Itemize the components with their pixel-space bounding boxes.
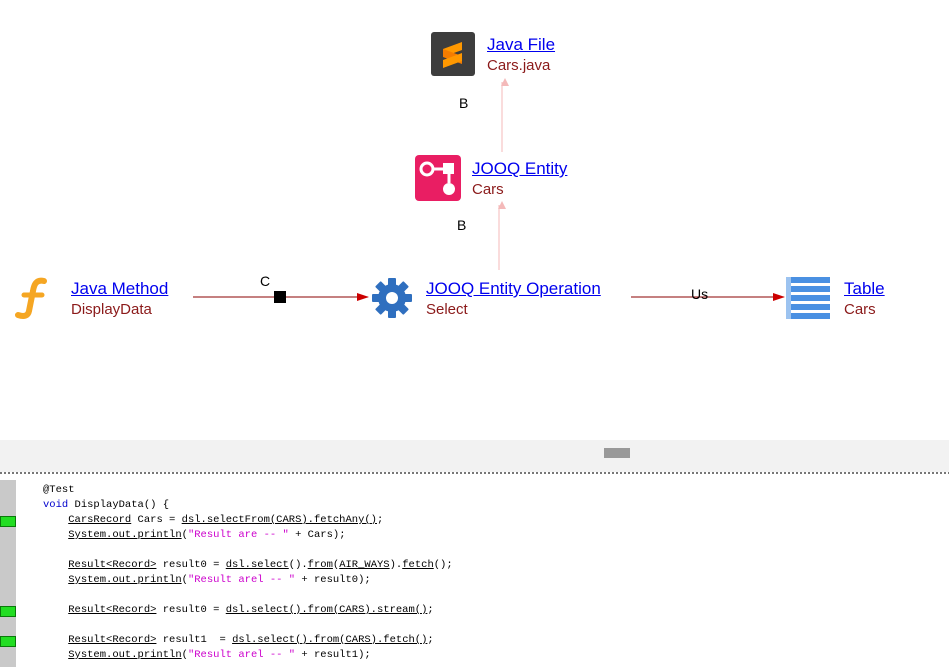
dependency-graph: B B C Us Java File Cars.java JOOQ Entity… <box>15 32 885 319</box>
code-annotation: @Test <box>43 484 75 496</box>
gear-icon <box>372 278 412 318</box>
code-viewer[interactable]: @Test void DisplayData() { CarsRecord Ca… <box>0 476 949 667</box>
table-icon <box>786 277 830 319</box>
edge-label-operation-to-table: Us <box>691 286 709 302</box>
code-line: Result<Record> result0 = dsl.select().fr… <box>43 603 453 618</box>
code-gutter <box>0 480 16 667</box>
code-string: "Result arel -- " <box>187 649 296 661</box>
code-token: ; <box>427 604 434 616</box>
code-token: ; <box>427 634 434 646</box>
node-jooq-entity-operation-title[interactable]: JOOQ Entity Operation <box>426 279 601 298</box>
code-token[interactable]: CarsRecord <box>68 514 132 526</box>
code-token[interactable]: AIR_WAYS <box>339 559 390 571</box>
code-token[interactable]: dsl.select <box>225 559 289 571</box>
edge-label-entity-to-file: B <box>459 95 469 111</box>
code-token[interactable]: dsl.selectFrom(CARS).fetchAny() <box>181 514 377 526</box>
code-token[interactable]: fetch <box>402 559 434 571</box>
node-jooq-entity-subtitle: Cars <box>472 181 504 198</box>
code-string: "Result are -- " <box>187 529 289 541</box>
edge-handle[interactable] <box>274 291 286 303</box>
code-token: + Cars); <box>288 529 346 541</box>
code-token[interactable]: Result<Record> <box>68 604 157 616</box>
node-jooq-entity-operation-subtitle: Select <box>426 301 468 318</box>
code-token[interactable]: System.out.println <box>68 529 182 541</box>
code-text: @Test void DisplayData() { CarsRecord Ca… <box>43 483 453 663</box>
code-keyword: void <box>43 499 69 511</box>
code-line <box>43 543 453 558</box>
code-line: @Test <box>43 483 453 498</box>
code-line <box>43 588 453 603</box>
entity-diagram-icon <box>415 155 461 201</box>
code-token: ( <box>181 529 188 541</box>
node-java-file-title[interactable]: Java File <box>487 35 556 54</box>
code-method-signature: DisplayData() { <box>68 499 170 511</box>
code-token: ; <box>377 514 384 526</box>
graph-edges <box>193 78 785 303</box>
node-java-method-title[interactable]: Java Method <box>71 279 169 298</box>
node-jooq-entity-title[interactable]: JOOQ Entity <box>472 159 568 178</box>
code-line: System.out.println("Result arel -- " + r… <box>43 648 453 663</box>
code-line: System.out.println("Result arel -- " + r… <box>43 573 453 588</box>
splitter-divider <box>0 472 949 474</box>
code-token: ( <box>181 574 188 586</box>
code-token[interactable]: from <box>307 559 333 571</box>
sublime-file-icon <box>431 32 475 76</box>
code-token[interactable]: Result<Record> <box>68 634 157 646</box>
code-line: Result<Record> result1 = dsl.select().fr… <box>43 633 453 648</box>
node-java-file-subtitle: Cars.java <box>487 57 551 74</box>
code-token: ( <box>181 649 188 661</box>
node-java-method-subtitle: DisplayData <box>71 301 152 318</box>
code-token: Cars = <box>131 514 182 526</box>
code-token: result0 = <box>156 604 226 616</box>
splitter-handle[interactable] <box>604 448 630 458</box>
code-line: Result<Record> result0 = dsl.select().fr… <box>43 558 453 573</box>
code-token[interactable]: System.out.println <box>68 574 182 586</box>
code-token[interactable]: dsl.select().from(CARS).stream() <box>225 604 428 616</box>
code-line: void DisplayData() { <box>43 498 453 513</box>
code-token[interactable]: Result<Record> <box>68 559 157 571</box>
code-token: ( <box>332 559 340 571</box>
code-token: (); <box>433 559 453 571</box>
line-marker[interactable] <box>0 516 16 527</box>
code-token: result1 = <box>156 634 233 646</box>
code-string: "Result arel -- " <box>187 574 296 586</box>
code-token: (). <box>288 559 308 571</box>
edge-label-method-to-operation: C <box>260 273 271 289</box>
code-token: + result0); <box>295 574 371 586</box>
line-marker[interactable] <box>0 606 16 617</box>
code-token[interactable]: System.out.println <box>68 649 182 661</box>
code-token: + result1); <box>295 649 371 661</box>
code-line <box>43 618 453 633</box>
code-line: CarsRecord Cars = dsl.selectFrom(CARS).f… <box>43 513 453 528</box>
code-token: result0 = <box>156 559 226 571</box>
node-table-subtitle: Cars <box>844 301 876 318</box>
function-icon <box>15 277 47 319</box>
code-token[interactable]: dsl.select().from(CARS).fetch() <box>232 634 428 646</box>
node-table-title[interactable]: Table <box>844 279 885 298</box>
code-line: System.out.println("Result are -- " + Ca… <box>43 528 453 543</box>
code-token: ). <box>389 559 403 571</box>
edge-label-operation-to-entity: B <box>457 217 467 233</box>
line-marker[interactable] <box>0 636 16 647</box>
panel-splitter[interactable] <box>0 440 949 474</box>
